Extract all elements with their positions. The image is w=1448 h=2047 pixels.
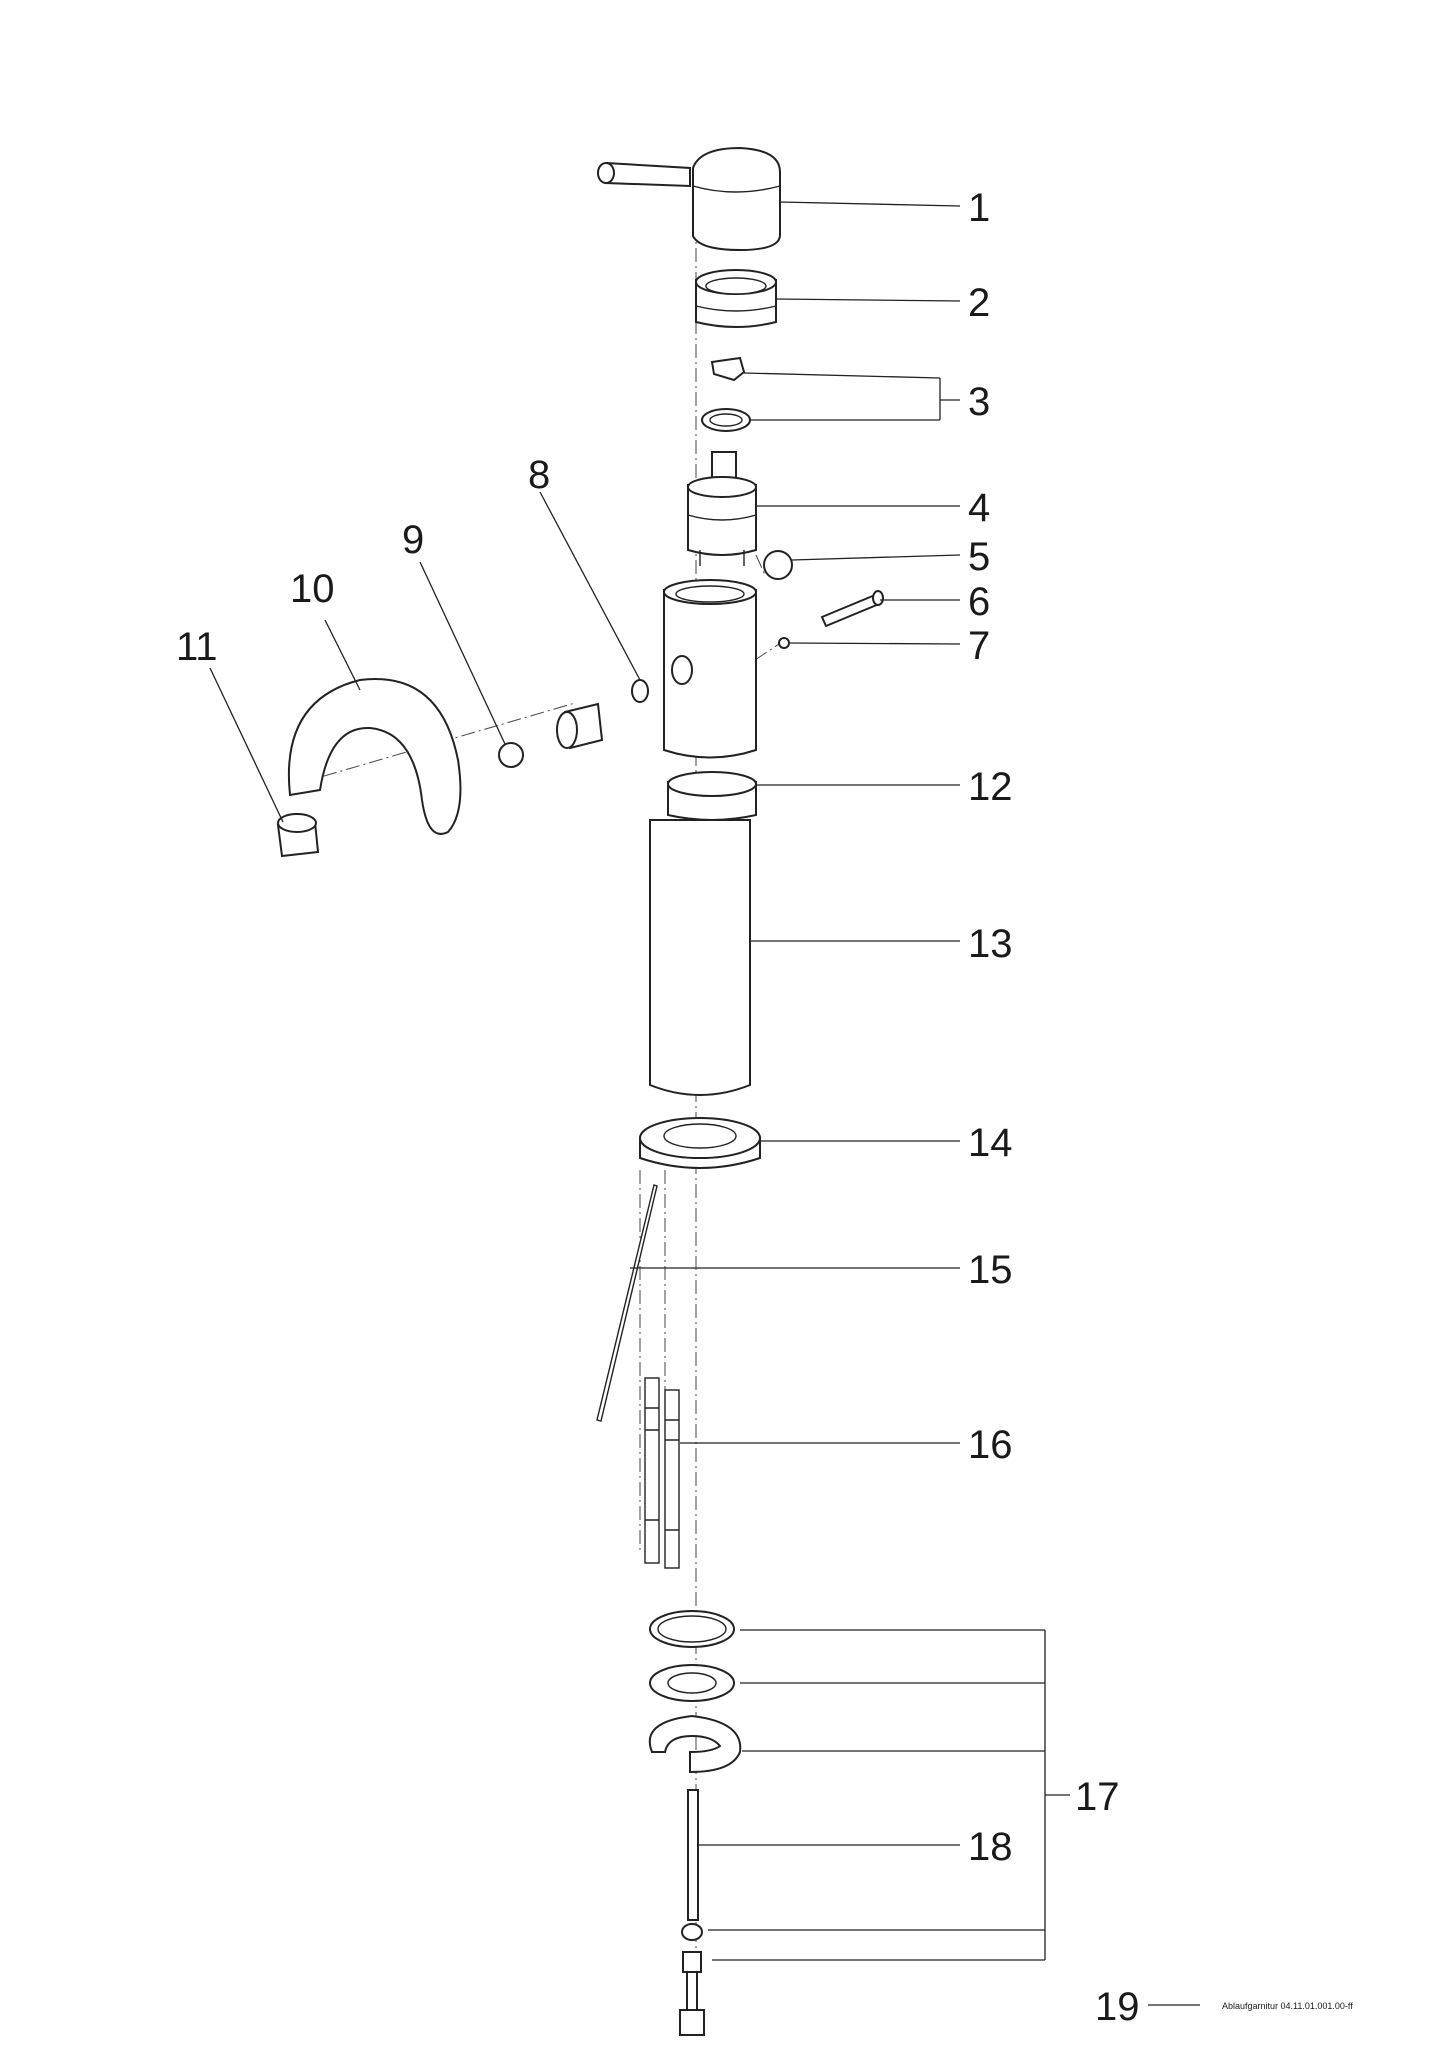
part-label-1: 1 (968, 186, 990, 230)
part-label-16: 16 (968, 1423, 1013, 1467)
part-threaded-rod (687, 1789, 699, 1921)
part-label-12: 12 (968, 765, 1013, 809)
part-label-18: 18 (968, 1825, 1013, 1869)
part-label-5: 5 (968, 535, 990, 579)
part-label-17: 17 (1075, 1775, 1120, 1819)
part-o-ring-lower (498, 742, 524, 768)
leader-lines (209, 201, 1200, 2006)
reference-note: Ablaufgarnitur 04.11.01.001.00-ff (1222, 2001, 1353, 2011)
part-small-washer (778, 637, 790, 649)
part-flexible-hoses (644, 1377, 680, 1569)
part-label-11: 11 (176, 625, 218, 669)
part-aerator (276, 813, 320, 858)
part-column (649, 819, 751, 1096)
part-o-ring-upper (631, 679, 649, 703)
part-pull-rod (596, 1184, 658, 1422)
part-cartridge (687, 451, 757, 566)
part-clip-and-ring (701, 356, 751, 432)
part-label-3: 3 (968, 380, 990, 424)
part-label-13: 13 (968, 922, 1013, 966)
part-ball (763, 550, 793, 580)
part-base-rosette (639, 1117, 761, 1169)
part-label-4: 4 (968, 486, 990, 530)
part-label-8: 8 (528, 453, 550, 497)
part-label-6: 6 (968, 580, 990, 624)
part-label-14: 14 (968, 1121, 1013, 1165)
part-tap-body (663, 579, 757, 759)
part-screw (820, 590, 884, 628)
part-label-9: 9 (402, 518, 424, 562)
part-cover-ring (695, 269, 777, 328)
part-label-19: 19 (1095, 1985, 1140, 2029)
part-spout-nipple (556, 702, 604, 750)
part-sleeve-ring (667, 771, 757, 821)
part-label-2: 2 (968, 281, 990, 325)
part-mounting-set (648, 1610, 742, 2036)
part-label-10: 10 (290, 567, 335, 611)
part-label-15: 15 (968, 1248, 1013, 1292)
part-lever-handle (597, 146, 781, 252)
part-label-7: 7 (968, 624, 990, 668)
part-spout (287, 678, 462, 835)
part-number-labels: 1 2 3 4 5 6 7 8 9 10 11 12 13 14 15 16 1… (176, 186, 1140, 2029)
